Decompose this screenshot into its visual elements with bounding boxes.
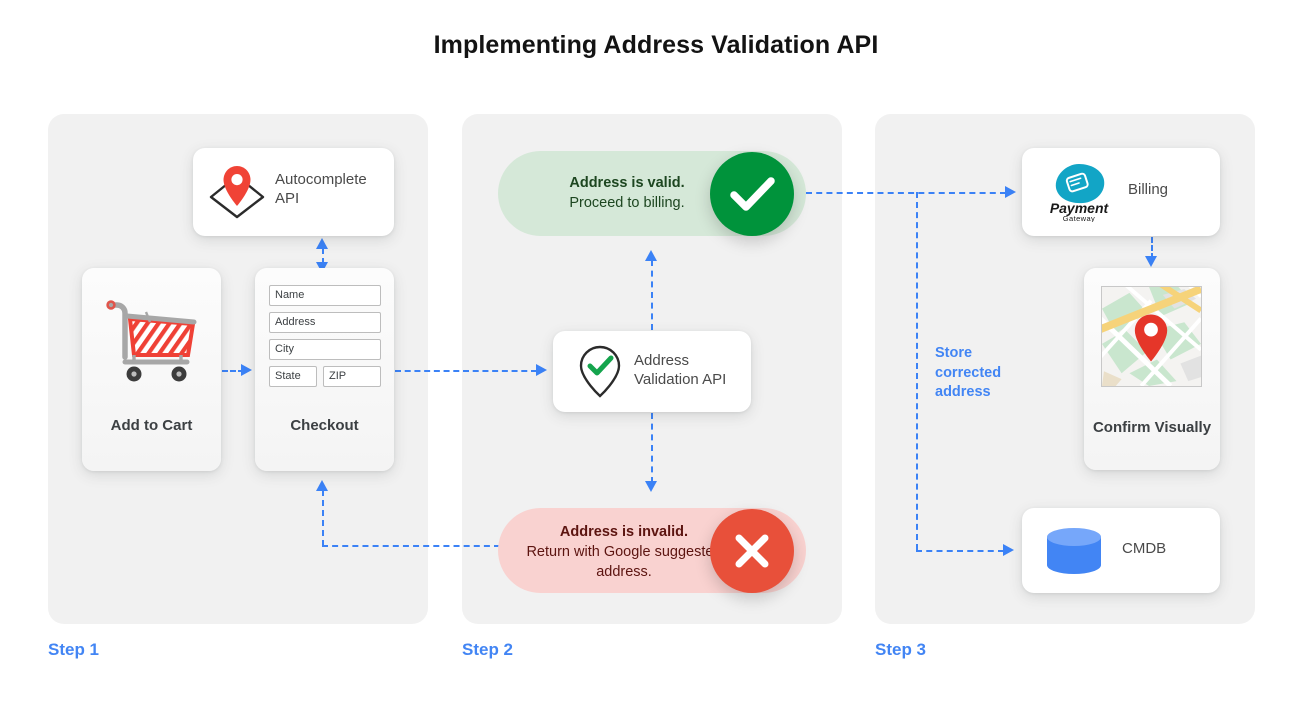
name-field[interactable]: Name [269, 285, 381, 306]
connector-validation-to-invalid [651, 413, 653, 483]
cmdb-label: CMDB [1122, 540, 1167, 557]
confirm-visually-card[interactable]: Confirm Visually [1084, 268, 1220, 470]
connector-cart-to-checkout [222, 370, 244, 372]
add-to-cart-label: Add to Cart [110, 417, 193, 434]
arrow-right-to-checkout [241, 364, 252, 376]
svg-text:Payment: Payment [1050, 200, 1110, 216]
billing-label: Billing [1128, 181, 1169, 198]
invalid-status-badge [710, 509, 794, 593]
cmdb-card[interactable]: CMDB [1022, 508, 1220, 593]
autocomplete-api-card[interactable]: Autocomplete API [193, 148, 394, 236]
address-field[interactable]: Address [269, 312, 381, 333]
step-3-label: Step 3 [875, 640, 927, 659]
address-invalid-detail: Return with Google suggested address. [526, 544, 722, 580]
zip-field[interactable]: ZIP [323, 366, 381, 387]
address-invalid-headline: Address is invalid. [559, 524, 689, 540]
shopping-cart-icon [101, 292, 201, 384]
map-pin-diamond-icon [207, 164, 267, 220]
checkout-card[interactable]: Name Address City State ZIP Checkout [255, 268, 394, 471]
arrow-right-to-billing [1005, 186, 1016, 198]
address-invalid-text: Address is invalid. Return with Google s… [516, 522, 732, 582]
billing-card[interactable]: Payment Gateway Billing [1022, 148, 1220, 236]
address-valid-text: Address is valid. Proceed to billing. [522, 173, 732, 213]
store-corrected-address-note: Store corrected address [935, 345, 1002, 400]
connector-store-to-cmdb [916, 550, 1004, 552]
connector-store-vertical [916, 192, 918, 550]
arrow-up-autocomplete [316, 238, 328, 249]
address-validation-api-label: Address Validation API [634, 352, 727, 388]
add-to-cart-card[interactable]: Add to Cart [82, 268, 221, 471]
address-validation-api-card[interactable]: Address Validation API [553, 331, 751, 412]
connector-valid-to-billing [806, 192, 1006, 194]
connector-invalid-to-checkout [322, 545, 500, 547]
checkout-label: Checkout [290, 417, 359, 434]
address-valid-detail: Proceed to billing. [569, 195, 685, 211]
arrow-down-checkout [316, 262, 328, 273]
connector-autocomplete-checkout [322, 248, 324, 264]
connector-checkout-to-validation [395, 370, 537, 372]
svg-text:Gateway: Gateway [1063, 214, 1095, 222]
step-2-label: Step 2 [462, 640, 514, 659]
step-1-label: Step 1 [48, 640, 100, 659]
pin-check-icon [574, 345, 626, 399]
address-valid-headline: Address is valid. [569, 175, 685, 191]
confirm-visually-label: Confirm Visually [1092, 419, 1212, 436]
database-cylinder-icon [1041, 526, 1107, 576]
arrow-right-to-validation [536, 364, 547, 376]
connector-invalid-return-vertical [322, 490, 324, 546]
arrow-right-to-cmdb [1003, 544, 1014, 556]
map-thumbnail-icon [1101, 286, 1202, 387]
valid-status-badge [710, 152, 794, 236]
check-icon [730, 177, 775, 211]
state-field[interactable]: State [269, 366, 317, 387]
arrow-down-to-confirm [1145, 256, 1157, 267]
arrow-up-return-checkout [316, 480, 328, 491]
payment-gateway-logo-icon: Payment Gateway [1038, 162, 1120, 222]
autocomplete-api-label: Autocomplete API [275, 171, 367, 207]
connector-validation-to-valid [651, 260, 653, 330]
close-x-icon [735, 534, 769, 568]
city-field[interactable]: City [269, 339, 381, 360]
arrow-up-to-valid [645, 250, 657, 261]
page-title: Implementing Address Validation API [433, 31, 879, 59]
connector-billing-to-confirm [1151, 237, 1153, 259]
arrow-down-to-invalid [645, 481, 657, 492]
